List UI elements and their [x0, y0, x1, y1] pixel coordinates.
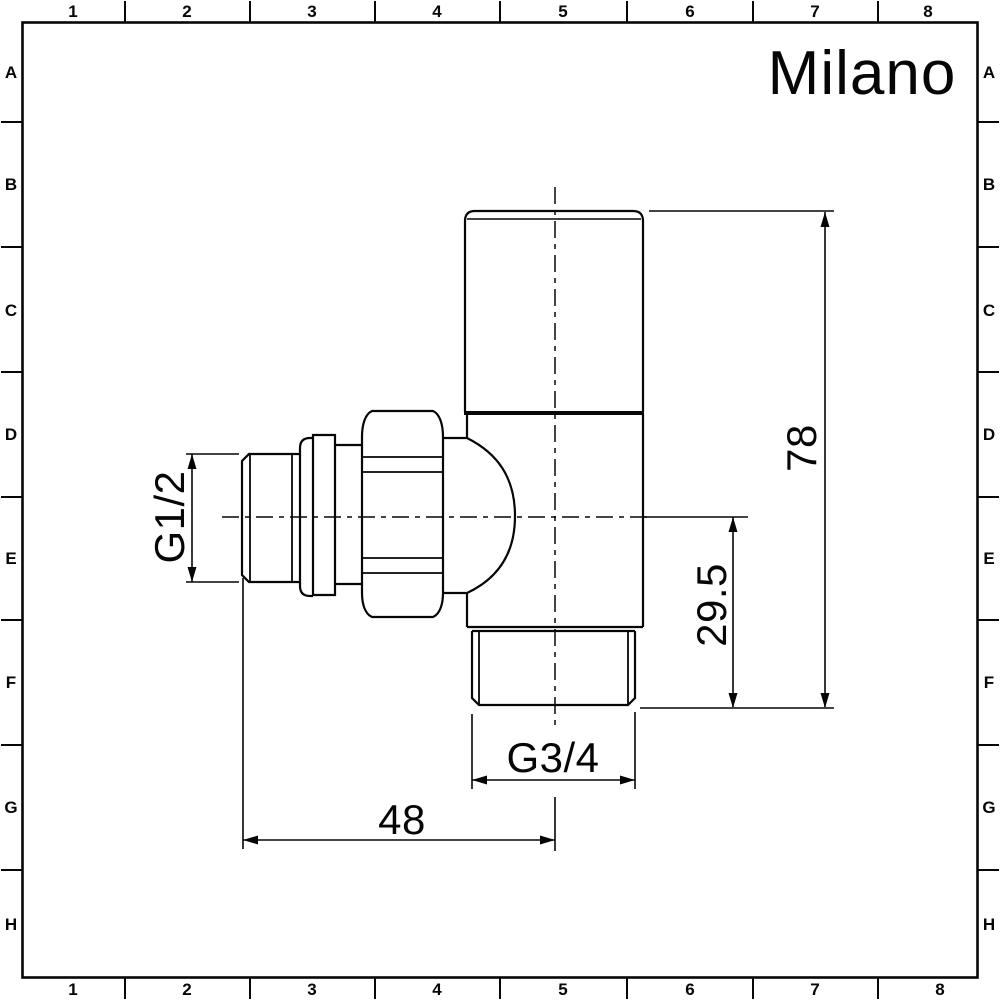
- grid-row-label: C: [983, 301, 995, 320]
- inlet-thread-lines: [249, 454, 293, 582]
- grid-row-label: E: [5, 549, 16, 568]
- grid-column-label: 7: [810, 980, 819, 999]
- grid-column-label: 6: [685, 980, 694, 999]
- outlet-thread-lines: [478, 631, 629, 705]
- grid-column-label: 1: [68, 2, 77, 21]
- brand-logo: Milano: [768, 39, 957, 108]
- valve-drawing: [240, 209, 645, 707]
- grid-row-label: F: [984, 673, 994, 692]
- dimension-length-label: 48: [378, 796, 426, 843]
- grid-column-label: 6: [685, 2, 694, 21]
- grid-row-label: B: [5, 175, 17, 194]
- centerlines: [222, 187, 648, 726]
- dimension-annotations: G1/2 78 29.5 G3/4 48: [146, 210, 834, 851]
- grid-row-label: A: [5, 63, 17, 82]
- grid-row-label: F: [6, 673, 16, 692]
- grid-column-label: 8: [923, 2, 932, 21]
- grid-column-label: 3: [307, 980, 316, 999]
- hex-nut-facet-lines: [363, 456, 442, 574]
- grid-column-label: 8: [935, 980, 944, 999]
- grid-column-label: 7: [810, 2, 819, 21]
- grid-column-label: 3: [307, 2, 316, 21]
- valve-body: [443, 413, 645, 629]
- grid-column-label: 5: [558, 2, 567, 21]
- grid-row-label: E: [983, 549, 994, 568]
- dimension-length-lines: [242, 578, 556, 851]
- valve-top-cylinder: [463, 209, 645, 412]
- dimension-offset-lines: [643, 516, 748, 707]
- tail-flange: [311, 433, 337, 597]
- dimension-inlet-arrows: [187, 454, 197, 582]
- grid-row-label: A: [983, 63, 995, 82]
- grid-column-label: 4: [432, 980, 442, 999]
- inlet-tail-pipe: [240, 452, 300, 584]
- grid-column-label: 5: [558, 980, 567, 999]
- grid-column-label: 4: [432, 2, 442, 21]
- grid-row-label: C: [5, 301, 17, 320]
- dimension-inlet-label: G1/2: [146, 470, 193, 563]
- grid-column-label: 1: [68, 980, 77, 999]
- frame-border: [21, 21, 979, 979]
- grid-row-label: D: [5, 425, 17, 444]
- dimension-outlet-label: G3/4: [506, 734, 599, 781]
- dimension-outlet-lines: [471, 712, 636, 789]
- dimension-inlet-lines: [186, 453, 239, 583]
- valve-neck: [335, 443, 362, 586]
- grid-row-label: B: [983, 175, 995, 194]
- grid-column-label: 2: [182, 2, 191, 21]
- grid-row-label: G: [982, 798, 995, 817]
- hex-nut: [360, 409, 445, 619]
- grid-row-label: G: [4, 798, 17, 817]
- grid-column-label: 2: [182, 980, 191, 999]
- grid-row-label: H: [983, 915, 995, 934]
- grid-row-label: D: [983, 425, 995, 444]
- grid-row-label: H: [5, 915, 17, 934]
- tail-shoulder: [298, 436, 313, 598]
- dimension-height-label: 78: [778, 424, 825, 472]
- dimension-height-lines: [640, 210, 834, 709]
- dimension-offset-label: 29.5: [688, 563, 735, 647]
- outlet-connector: [470, 629, 637, 707]
